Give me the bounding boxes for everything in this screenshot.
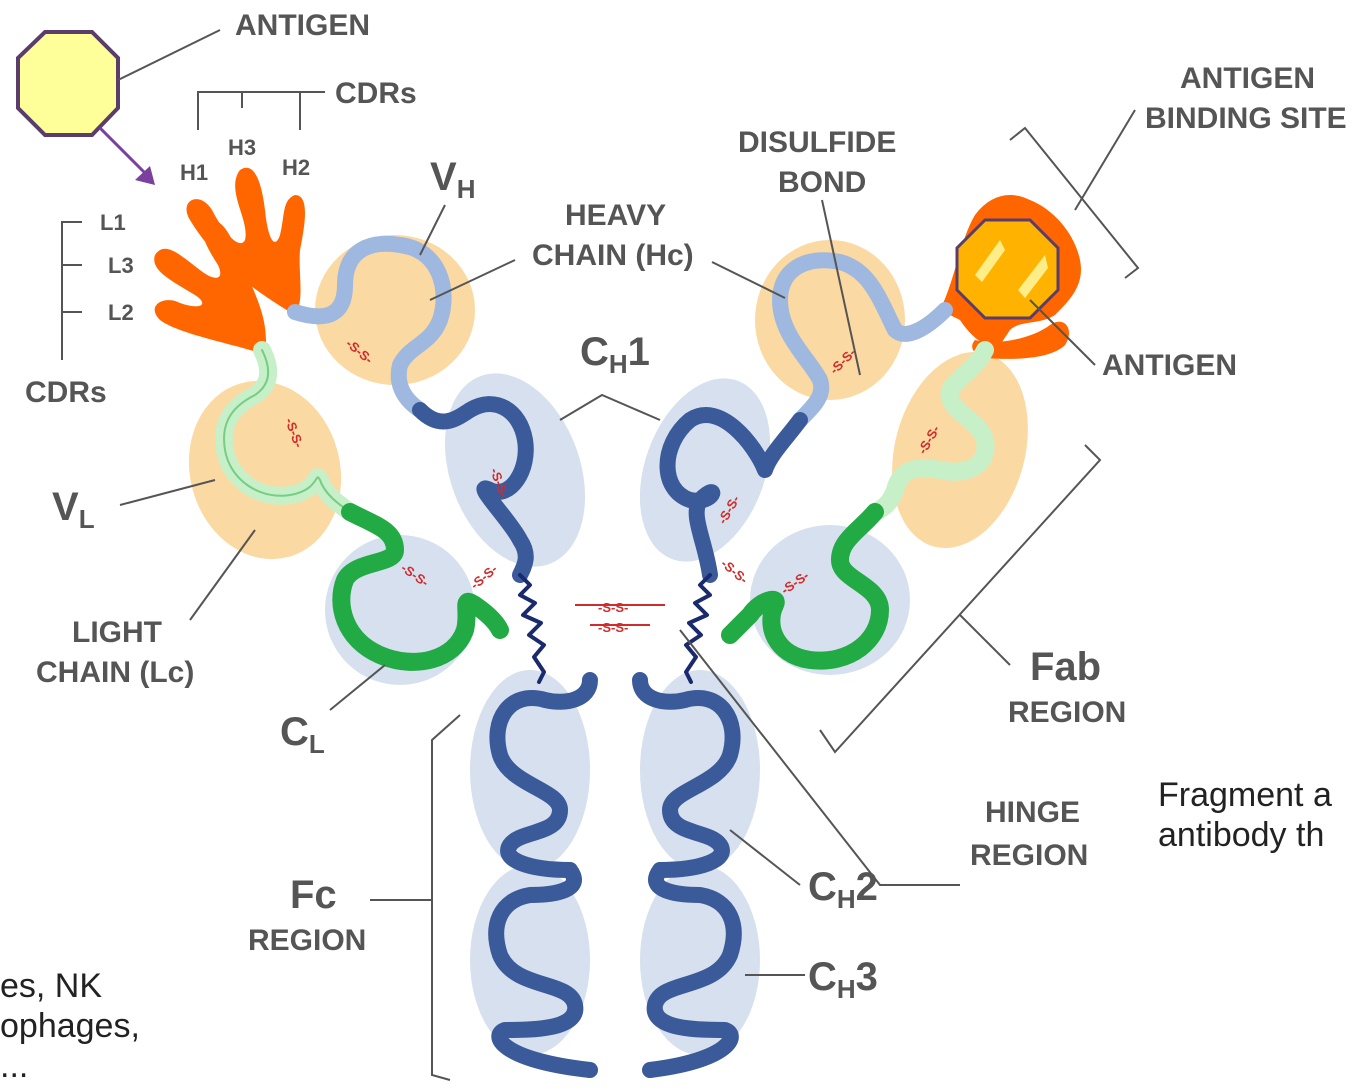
label-antigen-right: ANTIGEN: [1102, 349, 1237, 382]
side-text-left-line3: ...: [0, 1046, 140, 1086]
side-text-left-line2: ophages,: [0, 1006, 140, 1046]
label-heavy-chain-1: HEAVY: [565, 199, 666, 232]
cdr-loops-right: [940, 195, 1081, 359]
label-heavy-chain-2: CHAIN (Hc): [532, 239, 694, 272]
label-fc-2: REGION: [248, 924, 366, 957]
label-binding-site-1: ANTIGEN: [1180, 62, 1315, 95]
side-text-left-line1: es, NK: [0, 966, 140, 1006]
side-text-left: es, NK ophages, ...: [0, 966, 140, 1086]
side-text-right: Fragment a antibody th: [1158, 775, 1332, 855]
label-l1: L1: [100, 210, 126, 235]
right-hinge: [686, 575, 710, 682]
label-light-chain-1: LIGHT: [72, 616, 162, 649]
bracket-ch1: [560, 395, 660, 420]
label-light-chain-2: CHAIN (Lc): [36, 656, 194, 689]
bracket-fc: [432, 715, 460, 1080]
side-text-right-line1: Fragment a: [1158, 775, 1332, 815]
ss-left-inter: -S-S-: [467, 561, 500, 592]
leader-binding-site: [1075, 110, 1135, 210]
label-fab-1: Fab: [1030, 645, 1101, 689]
antigen-icon: [18, 32, 118, 135]
leader-fab: [960, 615, 1010, 665]
ss-hinge-1: -S-S-: [598, 600, 628, 615]
leader-lines: [62, 30, 1138, 1080]
leader-ch2: [730, 830, 800, 885]
label-cdrs-left: CDRs: [25, 376, 107, 409]
leader-light-chain: [190, 530, 255, 620]
label-cdrs-top: CDRs: [335, 77, 417, 110]
label-hinge-1: HINGE: [985, 796, 1080, 829]
label-ch3: CH3: [808, 955, 878, 1004]
label-hinge-2: REGION: [970, 839, 1088, 872]
side-text-right-line2: antibody th: [1158, 815, 1332, 855]
label-binding-site-2: BINDING SITE: [1145, 102, 1347, 135]
label-fab-2: REGION: [1008, 696, 1126, 729]
label-h2: H2: [282, 155, 310, 180]
label-ch2: CH2: [808, 865, 878, 914]
label-vl: VL: [52, 485, 95, 534]
label-h1: H1: [180, 160, 208, 185]
bracket-cdrs-left: [62, 222, 82, 360]
label-disulfide-2: BOND: [778, 166, 866, 199]
arrow-head-icon: [135, 166, 155, 185]
leader-antigen-top: [118, 30, 220, 80]
cdr-loops-left: [154, 168, 305, 355]
label-vh: VH: [430, 155, 475, 204]
left-hinge: [520, 575, 544, 682]
ss-hinge-2: -S-S-: [598, 620, 628, 635]
antigen-arrow: [100, 128, 150, 178]
label-l3: L3: [108, 253, 134, 278]
label-ch1: CH1: [580, 330, 650, 379]
bracket-cdrs-top: [198, 92, 300, 130]
label-h3: H3: [228, 135, 256, 160]
label-antigen-top: ANTIGEN: [235, 9, 370, 42]
label-cl: CL: [280, 710, 325, 759]
label-l2: L2: [108, 300, 134, 325]
label-disulfide-1: DISULFIDE: [738, 126, 896, 159]
ss-right-inter: -S-S-: [718, 556, 751, 587]
label-fc-1: Fc: [290, 873, 337, 917]
